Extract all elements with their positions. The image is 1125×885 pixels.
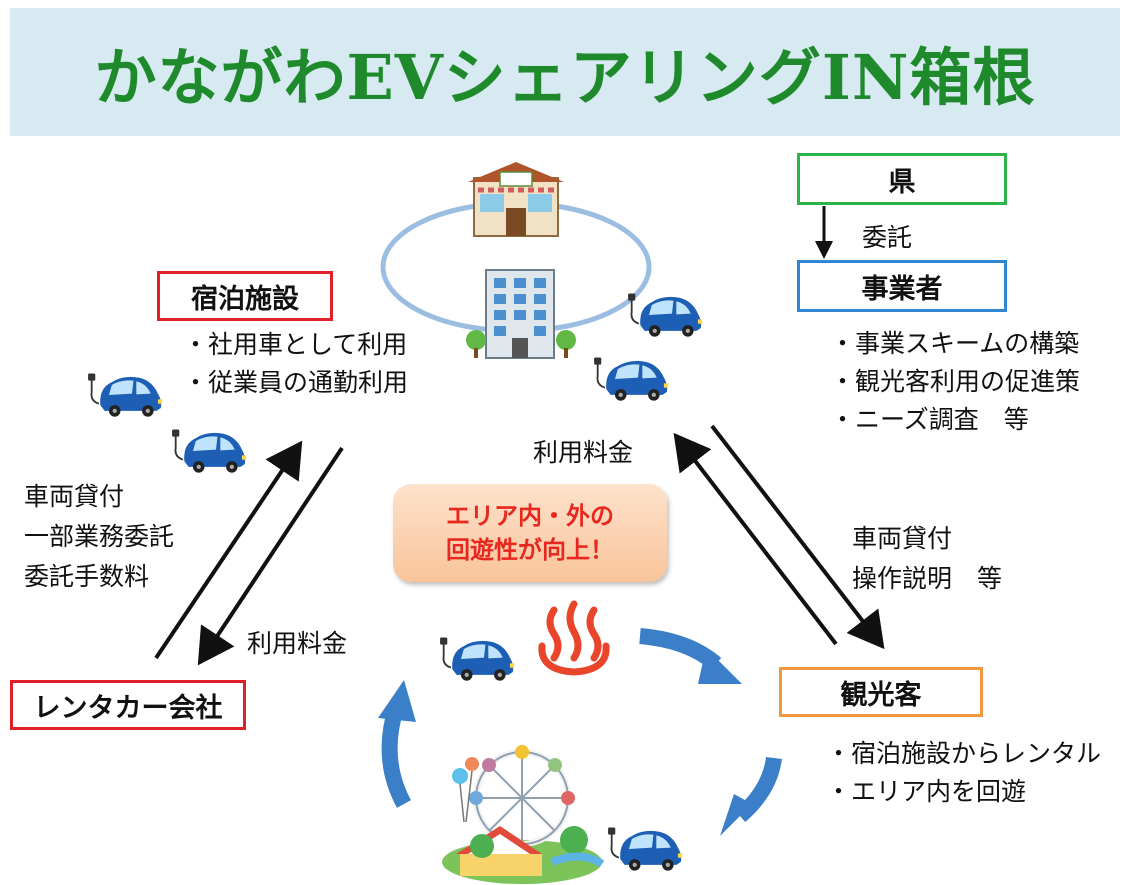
ev-car-icon (87, 372, 164, 418)
left-flow-list: 車両貸付 一部業務委託 委託手数料 (24, 477, 174, 597)
riyo-ryokin-top-label: 利用料金 (533, 438, 634, 467)
list-item: 操作説明 等 (852, 564, 1003, 593)
ken-box: 県 (797, 153, 1007, 205)
arrow-rentacar-to-shukuhaku (154, 440, 303, 660)
ev-car-icon (171, 428, 248, 474)
list-item: ・宿泊施設からレンタル (826, 739, 1102, 768)
office-building-icon (466, 269, 576, 359)
ev-car-icon (627, 292, 704, 338)
ev-car-icon (593, 356, 670, 402)
jigyosha-list: ・事業スキームの構築 ・観光客利用の促進策 ・ニーズ調査 等 (830, 325, 1080, 439)
hot-spring-icon (538, 600, 610, 676)
list-item: 車両貸付 (24, 482, 125, 511)
list-item: ・ニーズ調査 等 (830, 405, 1029, 434)
cycle-arrow-2 (734, 756, 782, 823)
ev-car-icon (439, 636, 516, 682)
callout-line: 回遊性が向上！ (446, 536, 614, 564)
list-item: ・観光客利用の促進策 (830, 367, 1081, 396)
list-item: 委託手数料 (24, 562, 150, 591)
ev-car-icon (607, 826, 684, 872)
riyo-ryokin-left-label: 利用料金 (247, 629, 348, 658)
list-item: 一部業務委託 (24, 522, 175, 551)
amusement-park-icon (442, 745, 605, 884)
shukuhaku-list: ・社用車として利用 ・従業員の通勤利用 (183, 326, 408, 402)
list-item: 車両貸付 (852, 524, 953, 553)
arrow-facility-to-kankokyaku (710, 424, 885, 650)
kankokyaku-list: ・宿泊施設からレンタル ・エリア内を回遊 (826, 735, 1101, 811)
shukuhaku-box: 宿泊施設 (157, 271, 333, 321)
rentacar-box: レンタカー会社 (10, 680, 246, 730)
list-item: ・従業員の通勤利用 (183, 368, 409, 397)
arrow-shukuhaku-to-rentacar (197, 446, 344, 666)
title-banner (10, 8, 1120, 136)
callout-line: エリア内・外の (446, 502, 614, 530)
kankokyaku-box: 観光客 (779, 667, 983, 717)
circulation-callout: エリア内・外の 回遊性が向上！ (393, 484, 667, 582)
jigyosha-box: 事業者 (797, 260, 1007, 312)
arrow-kankokyaku-to-facility (673, 432, 838, 646)
cycle-arrow-3 (381, 705, 412, 808)
cafe-building-icon (468, 162, 564, 237)
list-item: ・社用車として利用 (183, 330, 408, 359)
right-flow-list: 車両貸付 操作説明 等 (852, 519, 1002, 599)
itaku-label: 委託 (862, 223, 913, 252)
list-item: ・事業スキームの構築 (830, 329, 1080, 358)
list-item: ・エリア内を回遊 (826, 777, 1027, 806)
page-title: かながわEVシェアリングIN箱根 (94, 41, 1036, 114)
